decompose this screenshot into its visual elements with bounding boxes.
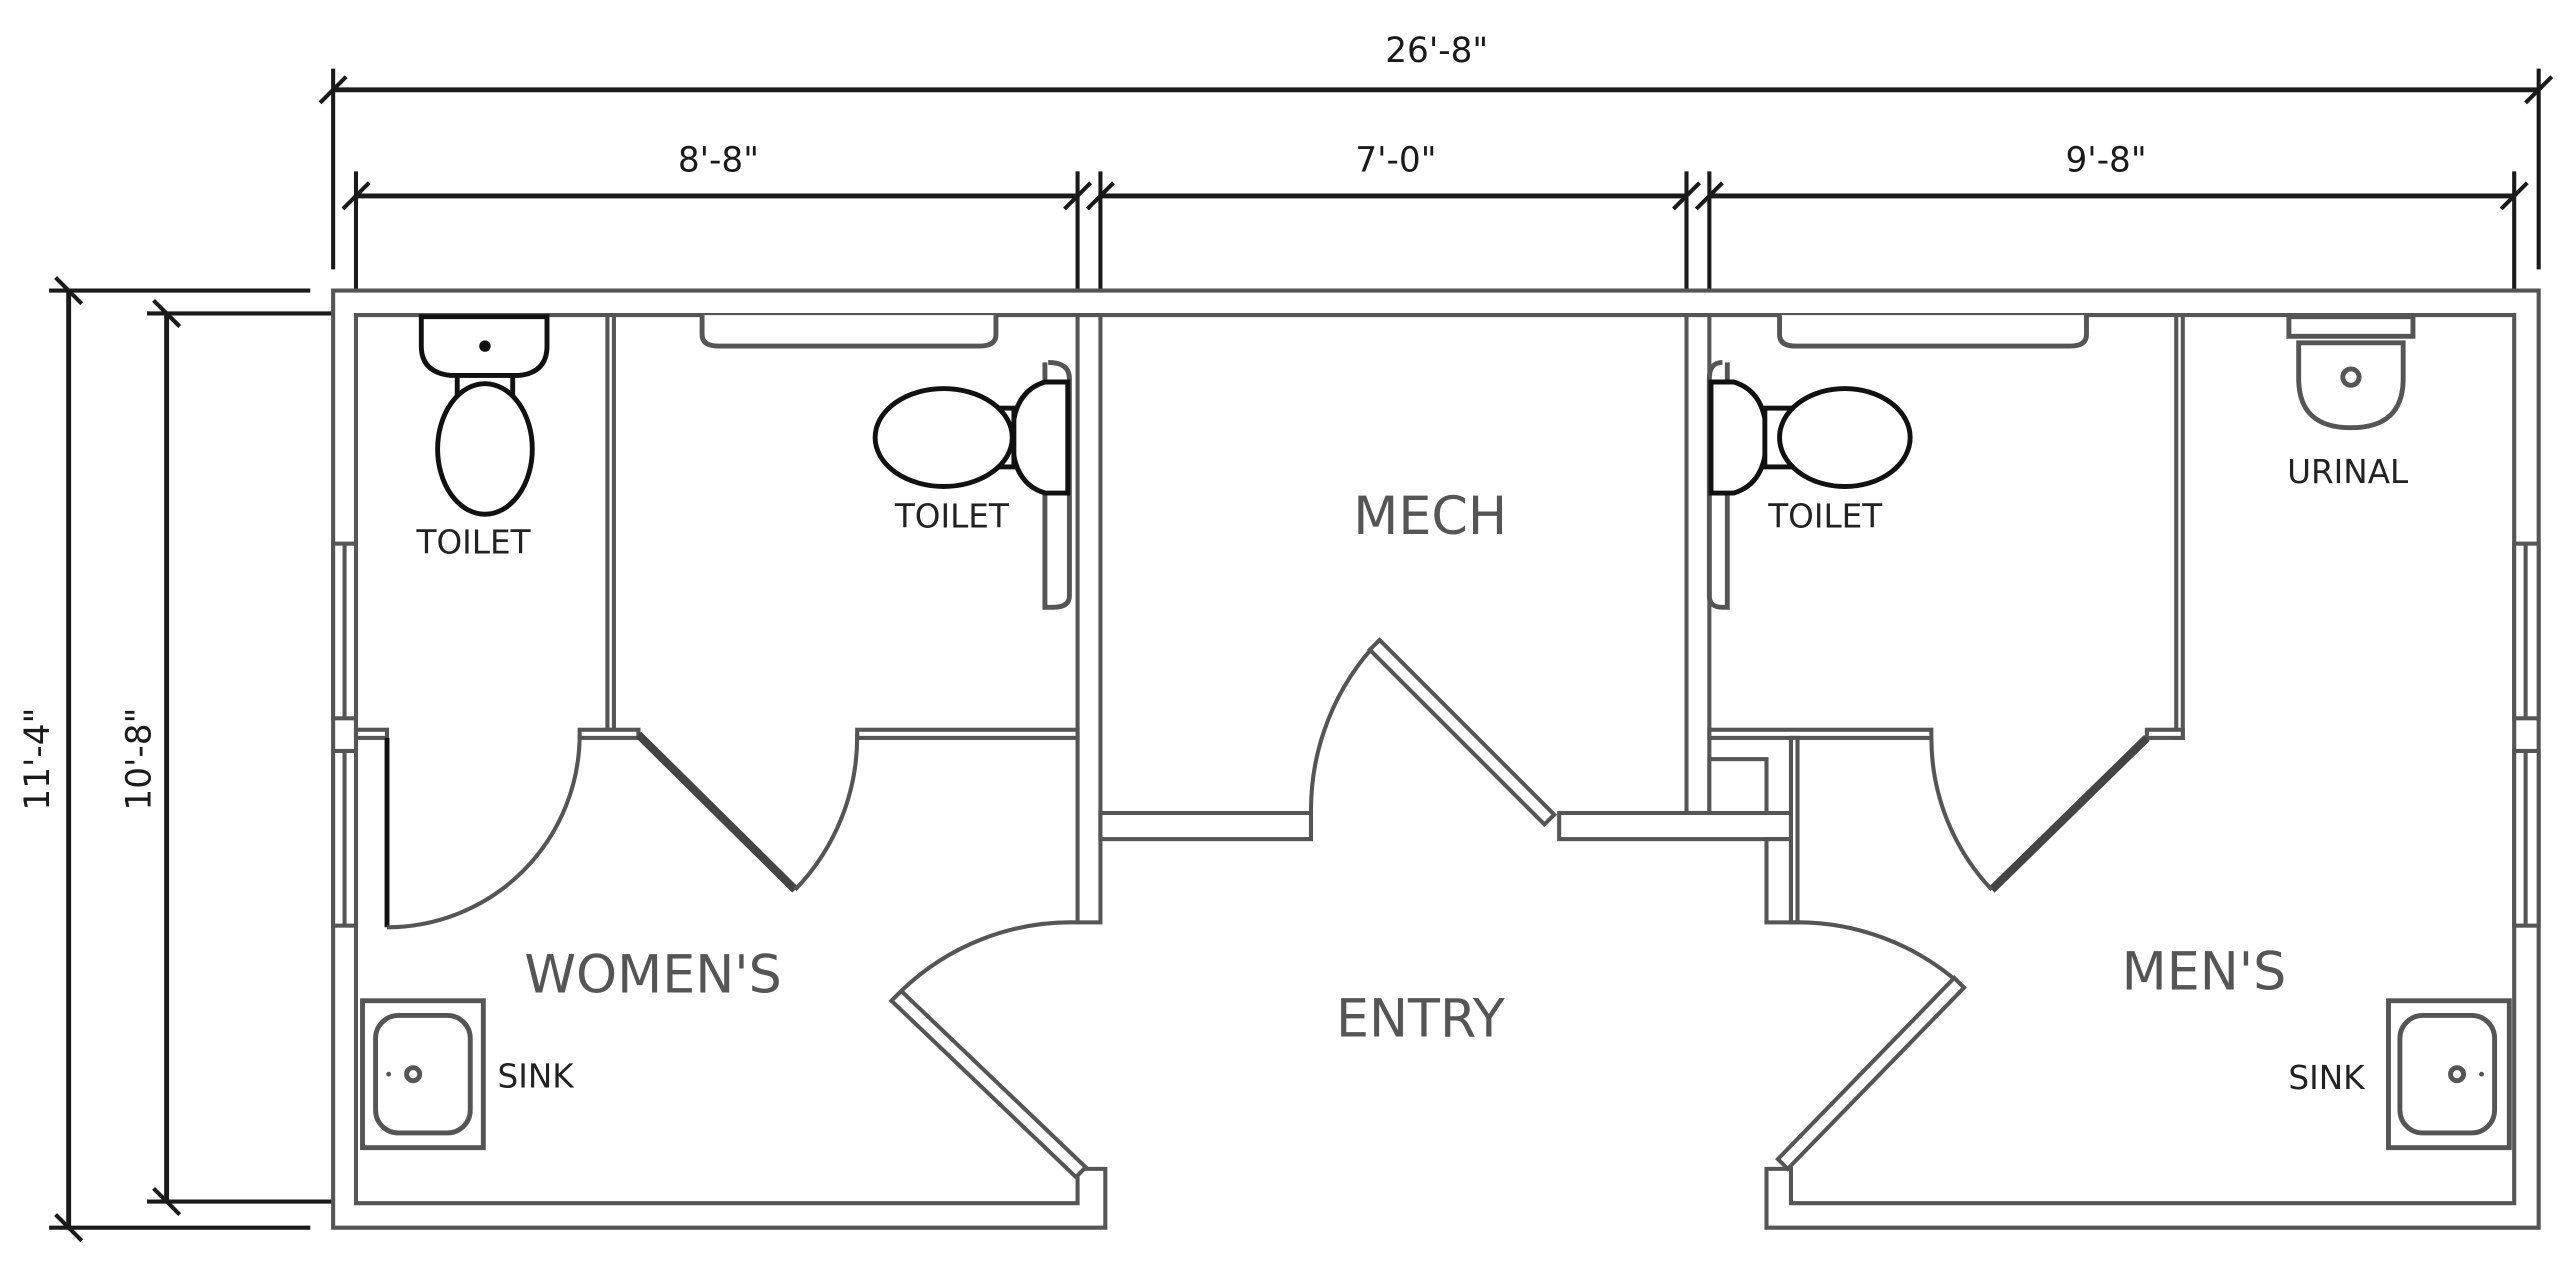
walls (331, 288, 2541, 1230)
interior-depth-label: 10'-8" (119, 708, 159, 811)
mens-toilet: TOILET (1706, 315, 2089, 610)
overall-width-label: 26'-8" (1385, 31, 1488, 71)
room-label-womens: WOMEN'S (524, 946, 781, 1006)
dimension-womens-width: 8'-8" (341, 140, 1093, 291)
dimension-overall-depth: 11'-4" (18, 276, 311, 1243)
womens-toilet-1: TOILET (416, 314, 550, 561)
womens-toilet-2-label: TOILET (894, 497, 1010, 535)
mens-width-label: 9'-8" (2065, 140, 2146, 180)
mens-sink: SINK (2288, 998, 2512, 1151)
mech-width-label: 7'-0" (1355, 140, 1436, 180)
dimension-mens-width: 9'-8" (1694, 140, 2529, 291)
room-label-entry: ENTRY (1336, 990, 1506, 1050)
womens-entry-door (888, 920, 1089, 1180)
urinal: URINAL (2286, 314, 2416, 491)
womens-width-label: 8'-8" (678, 140, 759, 180)
womens-sink: SINK (360, 998, 575, 1151)
mens-stall-door (1929, 734, 2150, 893)
womens-toilet-2: TOILET (699, 315, 1072, 610)
overall-depth-label: 11'-4" (18, 708, 58, 811)
dimension-mech-width: 7'-0" (1085, 140, 1702, 291)
outer-wall (331, 288, 2541, 1230)
mens-entry-door (1775, 920, 1967, 1172)
mens-toilet-label: TOILET (1767, 497, 1883, 535)
mens-sink-label: SINK (2288, 1059, 2366, 1097)
dimension-interior-depth: 10'-8" (119, 298, 335, 1217)
windows (331, 541, 2541, 928)
womens-stall-1-door (384, 734, 582, 930)
room-label-mens: MEN'S (2122, 942, 2287, 1002)
womens-sink-label: SINK (497, 1057, 575, 1095)
room-label-mech: MECH (1353, 487, 1507, 547)
mech-door (1308, 637, 1558, 828)
doors (384, 637, 2150, 1180)
urinal-label: URINAL (2287, 453, 2409, 491)
womens-stall-2-door (635, 731, 860, 893)
dimension-overall-width: 26'-8" (318, 31, 2554, 270)
womens-toilet-1-label: TOILET (416, 523, 532, 561)
